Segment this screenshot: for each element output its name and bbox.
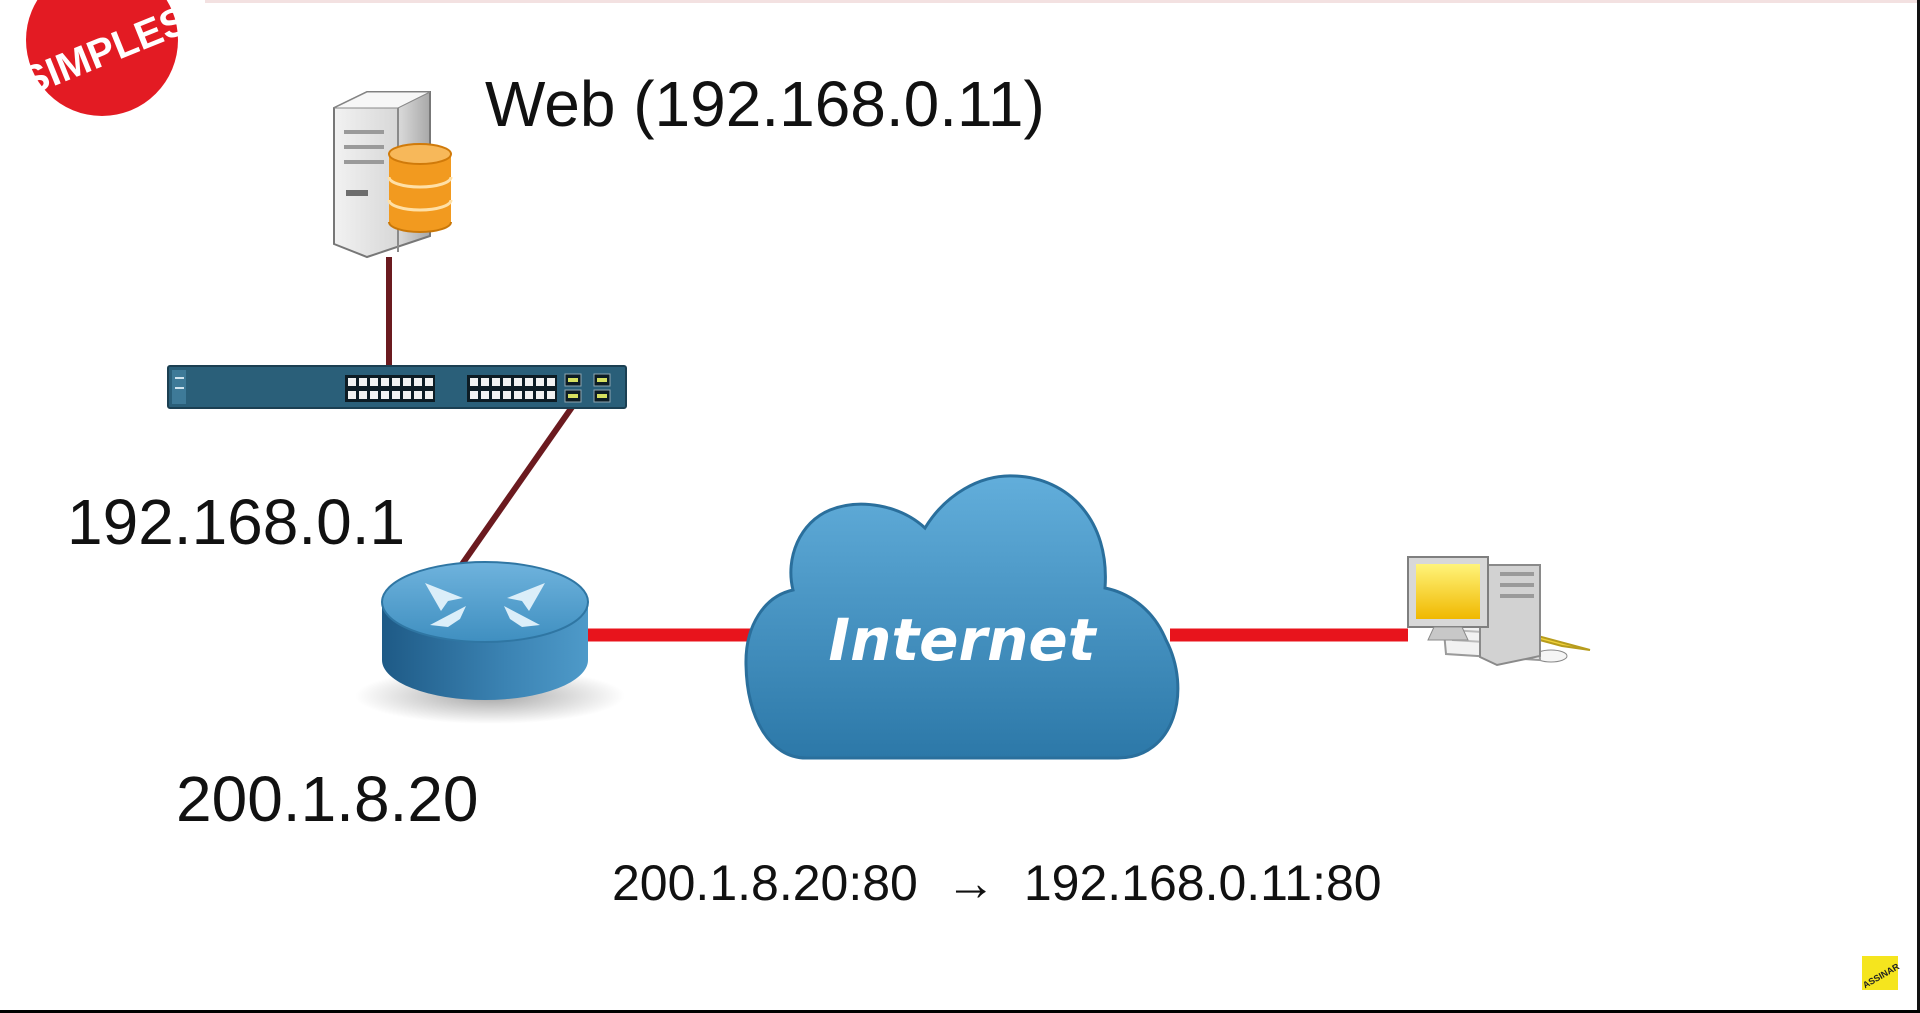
link-switch-router bbox=[455, 398, 580, 572]
router-wan-ip-label: 200.1.8.20 bbox=[176, 763, 479, 835]
switch-port-group-1 bbox=[345, 375, 435, 402]
router-arrows bbox=[425, 583, 545, 627]
assinar-watermark: ASSINAR bbox=[1861, 956, 1901, 990]
switch-uplink-ports bbox=[564, 373, 611, 403]
web-server-label: Web (192.168.0.11) bbox=[485, 68, 1045, 140]
nat-arrow-icon: → bbox=[945, 855, 996, 911]
simples-logo: SIMPLES bbox=[15, 0, 194, 116]
internet-label: Internet bbox=[829, 606, 1098, 674]
nat-rule-label: 200.1.8.20:80 → 192.168.0.11:80 bbox=[612, 858, 1382, 908]
switch-port-group-2 bbox=[467, 375, 557, 402]
database-cylinder bbox=[387, 143, 453, 233]
router-lan-ip-label: 192.168.0.1 bbox=[67, 486, 406, 558]
router-icon bbox=[355, 561, 625, 724]
nat-source: 200.1.8.20:80 bbox=[612, 855, 918, 911]
right-border bbox=[1917, 0, 1920, 1010]
network-switch-icon bbox=[167, 365, 627, 409]
nat-destination: 192.168.0.11:80 bbox=[1023, 855, 1382, 911]
server-database-icon bbox=[333, 91, 453, 259]
cloud-icon bbox=[744, 474, 1180, 760]
desktop-computer-icon bbox=[1407, 556, 1591, 667]
top-border-line bbox=[205, 0, 1920, 3]
